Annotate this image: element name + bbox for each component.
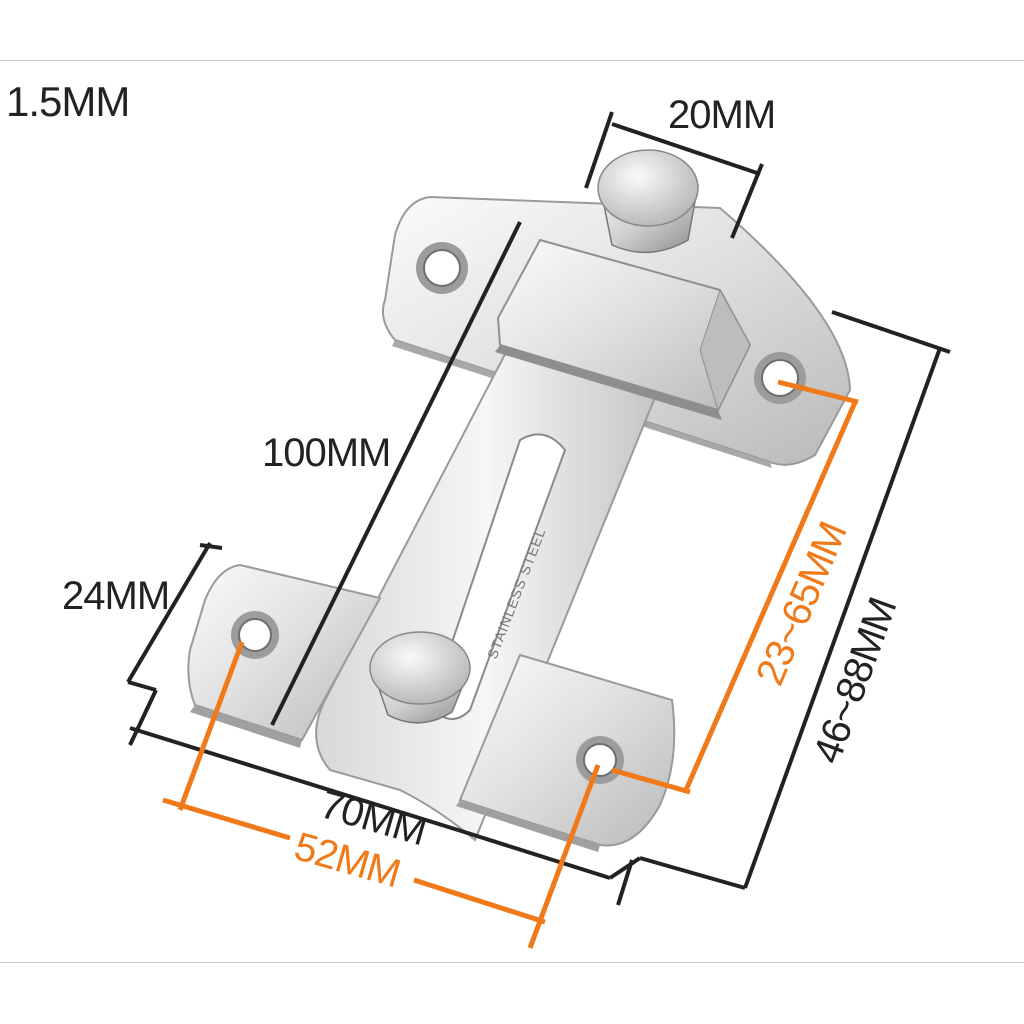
lower-left-screw-hole xyxy=(231,611,279,659)
dimension-lines-orange xyxy=(162,379,859,949)
lower-left-plate xyxy=(187,563,382,748)
upper-right-screw-hole xyxy=(754,352,806,404)
dimension-lines-black xyxy=(126,111,951,906)
upper-knob xyxy=(597,149,699,254)
dim-slide-length: 100MM xyxy=(262,431,390,475)
dim-knob-width: 20MM xyxy=(668,93,775,137)
dim-plate-height: 24MM xyxy=(62,574,169,618)
thickness-label: 1.5MM xyxy=(6,78,130,125)
lower-knob xyxy=(369,631,472,724)
guide-housing xyxy=(495,238,752,420)
lower-right-screw-hole xyxy=(576,736,624,784)
top-border-line xyxy=(0,60,1024,61)
upper-left-screw-hole xyxy=(416,242,468,294)
lower-catch-plate xyxy=(456,653,676,852)
bottom-border-line xyxy=(0,962,1024,963)
